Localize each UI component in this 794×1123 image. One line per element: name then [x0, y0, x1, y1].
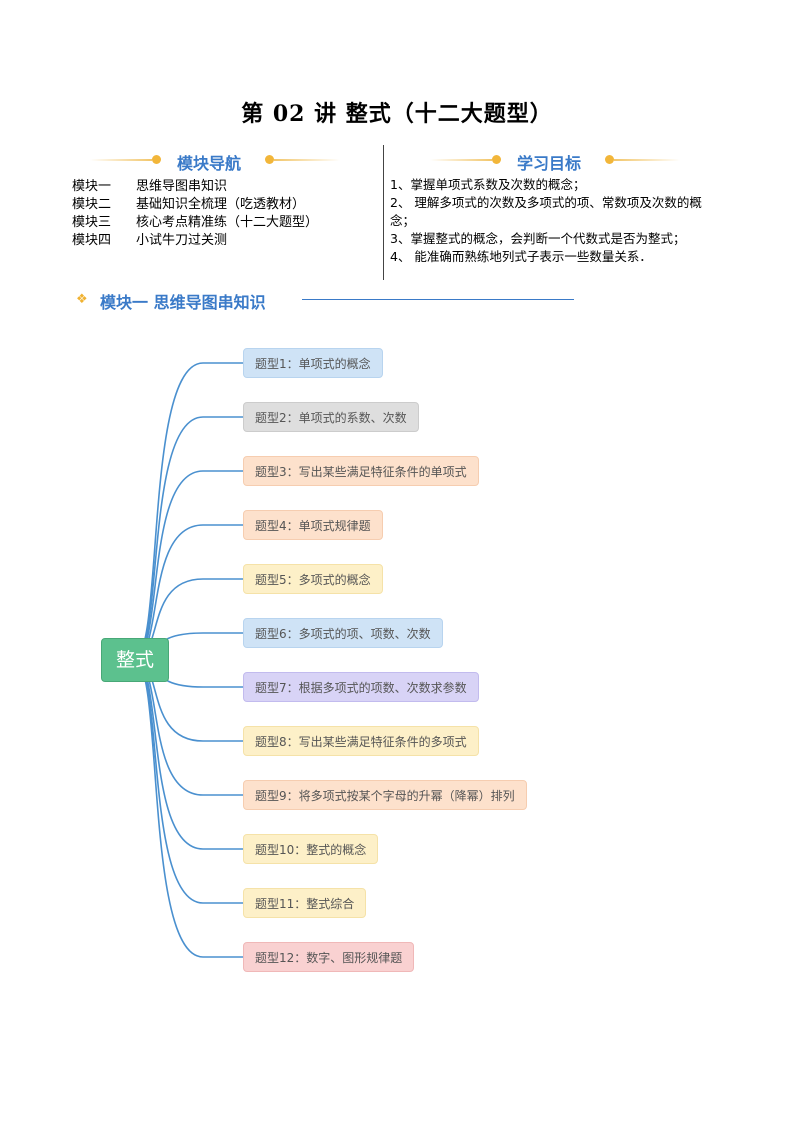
page-title: 第 02 讲 整式（十二大题型）	[241, 101, 553, 127]
nav-header-line-right	[274, 159, 340, 161]
nav-item[interactable]: 模块四 小试牛刀过关测	[72, 232, 318, 250]
goals-header-dot-right	[605, 155, 614, 164]
goals-header: 学习目标	[430, 150, 690, 173]
nav-list: 模块一 思维导图串知识 模块二 基础知识全梳理（吃透教材） 模块三 核心考点精准练（十…	[72, 178, 318, 250]
nav-item[interactable]: 模块二 基础知识全梳理（吃透教材）	[72, 196, 318, 214]
mindmap-node-4[interactable]: 题型4：单项式规律题	[243, 510, 383, 540]
nav-header: 模块导航	[90, 150, 350, 173]
mindmap-root[interactable]: 整式	[101, 638, 169, 682]
mindmap-node-7[interactable]: 题型7：根据多项式的项数、次数求参数	[243, 672, 479, 702]
goals-header-line-right	[614, 159, 680, 161]
column-divider	[383, 145, 384, 280]
nav-item-key: 模块三	[72, 215, 112, 230]
nav-header-line-left	[90, 159, 152, 161]
mindmap-node-10[interactable]: 题型10：整式的概念	[243, 834, 379, 864]
nav-item-text: 思维导图串知识	[136, 179, 228, 194]
goals-list: 1、掌握单项式系数及次数的概念； 2、 理解多项式的次数及多项式的项、常数项及次…	[390, 176, 725, 266]
nav-item-text: 核心考点精准练（十二大题型）	[136, 215, 319, 230]
mindmap-node-1[interactable]: 题型1：单项式的概念	[243, 348, 383, 378]
module1-rule	[302, 299, 574, 300]
nav-header-dot-right	[265, 155, 274, 164]
nav-header-dot-left	[152, 155, 161, 164]
goals-header-dot-left	[492, 155, 501, 164]
nav-item-key: 模块四	[72, 233, 112, 248]
nav-item-key: 模块二	[72, 197, 112, 212]
goals-heading: 学习目标	[517, 154, 582, 173]
nav-item[interactable]: 模块一 思维导图串知识	[72, 178, 318, 196]
goals-header-line-left	[430, 159, 492, 161]
module1-title: 模块一 思维导图串知识	[100, 293, 266, 312]
mindmap-node-6[interactable]: 题型6：多项式的项、项数、次数	[243, 618, 443, 648]
mindmap-node-3[interactable]: 题型3：写出某些满足特征条件的单项式	[243, 456, 479, 486]
mindmap-node-12[interactable]: 题型12：数字、图形规律题	[243, 942, 415, 972]
mindmap-node-2[interactable]: 题型2：单项式的系数、次数	[243, 402, 419, 432]
goal-item: 3、掌握整式的概念，会判断一个代数式是否为整式；	[390, 231, 686, 246]
mindmap-node-8[interactable]: 题型8：写出某些满足特征条件的多项式	[243, 726, 479, 756]
goal-item: 1、掌握单项式系数及次数的概念；	[390, 177, 586, 192]
nav-item[interactable]: 模块三 核心考点精准练（十二大题型）	[72, 214, 318, 232]
double-diamond-icon: ❖	[76, 292, 88, 307]
nav-item-key: 模块一	[72, 179, 112, 194]
goal-item: 2、 理解多项式的次数及多项式的项、常数项及次数的概念；	[390, 195, 702, 228]
mindmap-node-11[interactable]: 题型11：整式综合	[243, 888, 367, 918]
mindmap-node-9[interactable]: 题型9：将多项式按某个字母的升幂（降幂）排列	[243, 780, 527, 810]
goal-item: 4、 能准确而熟练地列式子表示一些数量关系．	[390, 249, 652, 264]
nav-item-text: 基础知识全梳理（吃透教材）	[136, 197, 306, 212]
mindmap-node-5[interactable]: 题型5：多项式的概念	[243, 564, 383, 594]
nav-item-text: 小试牛刀过关测	[136, 233, 228, 248]
nav-heading: 模块导航	[177, 154, 242, 173]
